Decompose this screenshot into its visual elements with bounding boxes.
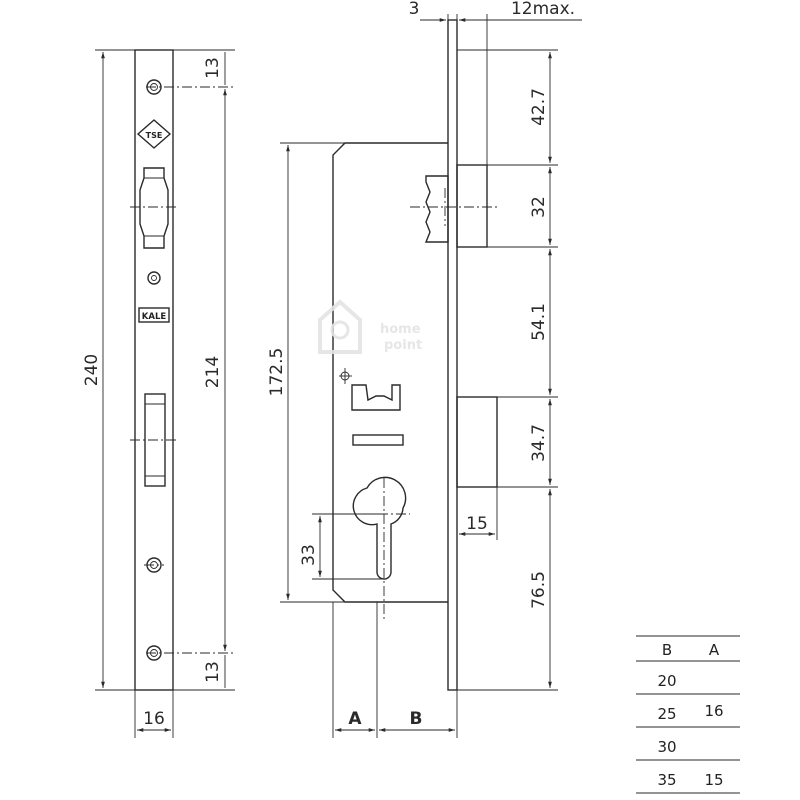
dim-13-top-label: 13 [203, 57, 223, 79]
dim-15-label: 15 [466, 514, 488, 534]
dim-cylinder-height: 33 [299, 513, 384, 580]
table-b-row-4: 35 [657, 771, 676, 789]
side-faceplate [447, 19, 458, 691]
dim-faceplate-width: 16 [134, 690, 174, 738]
dim-42-7-label: 42.7 [529, 88, 549, 126]
table-b-row-3: 30 [657, 738, 676, 756]
size-table: B A 20 25 30 35 16 15 [636, 635, 740, 794]
table-header-b: B [662, 641, 672, 659]
dim-33-label: 33 [299, 544, 319, 566]
dim-32-label: 32 [529, 196, 549, 218]
watermark: home point [318, 299, 422, 354]
dim-34-7-label: 34.7 [529, 424, 549, 462]
spindle-hole [339, 368, 401, 411]
table-a-value-2: 15 [704, 771, 723, 789]
svg-text:point: point [384, 338, 422, 353]
dim-chain-right: 42.7 32 54.1 34.7 76.5 [457, 49, 558, 691]
dim-a-label: A [348, 709, 362, 729]
dim-54-1-label: 54.1 [529, 303, 549, 341]
dim-a-b: A B [332, 602, 458, 738]
bolt-opening [130, 393, 178, 487]
deadbolt [456, 396, 498, 540]
svg-text:home: home [380, 322, 421, 337]
side-view: 3 12max. 42.7 32 54.1 34.7 76.5 [267, 0, 582, 738]
svg-text:KALE: KALE [142, 312, 167, 322]
latch-opening [130, 167, 178, 249]
dim-13-bottom-label: 13 [203, 661, 223, 683]
dim-top-offset: 13 [173, 49, 235, 85]
table-b-row-1: 20 [657, 672, 676, 690]
top-screw-hole [146, 79, 235, 95]
bottom-screw-hole [146, 645, 235, 661]
dim-top-thickness: 3 12max. [409, 0, 582, 165]
svg-text:TSE: TSE [146, 131, 163, 140]
dim-76-5-label: 76.5 [529, 571, 549, 609]
table-b-row-2: 25 [657, 705, 676, 723]
case-slot [352, 434, 404, 446]
latch-bolt [410, 164, 498, 248]
front-view: TSE KALE [82, 49, 235, 738]
tse-logo: TSE [136, 119, 172, 149]
dim-screw-spacing: 214 [203, 89, 227, 651]
dim-body-height: 172.5 [267, 142, 345, 603]
table-header-a: A [709, 641, 720, 659]
faceplate [134, 49, 174, 691]
dim-12max-label: 12max. [511, 0, 575, 19]
dim-240-label: 240 [82, 354, 102, 386]
dim-overall-height: 240 [82, 49, 135, 691]
table-a-value-1: 16 [704, 702, 723, 720]
lock-case [332, 142, 448, 603]
dim-214-label: 214 [203, 356, 223, 388]
dim-172-5-label: 172.5 [267, 348, 287, 397]
kale-brand-mark: KALE [138, 307, 170, 323]
cylinder-profile [352, 476, 410, 620]
dim-bolt-depth: 15 [459, 514, 495, 536]
mid-screw-hole [144, 557, 164, 573]
dim-16-label: 16 [143, 709, 165, 729]
dim-3-label: 3 [409, 0, 420, 19]
dim-b-label: B [410, 709, 423, 729]
follower-mark [147, 271, 161, 285]
dim-bottom-offset: 13 [173, 655, 235, 691]
